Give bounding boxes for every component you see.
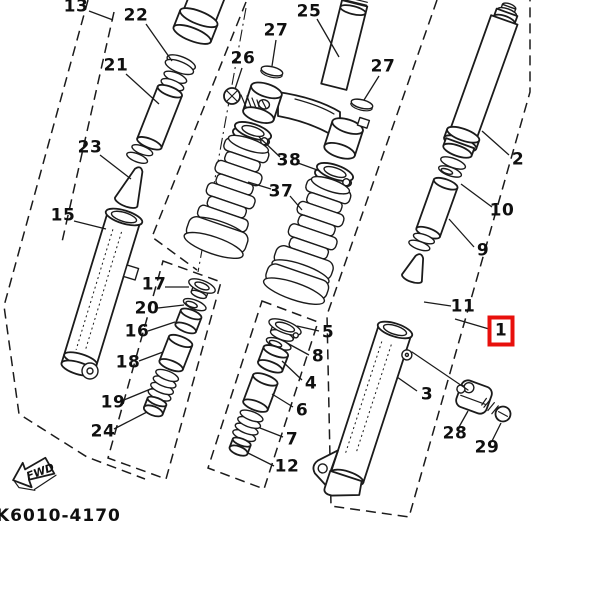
part-label-38[interactable]: 38 xyxy=(276,150,302,171)
fwd-arrow: FWD xyxy=(12,456,57,491)
spring-19 xyxy=(147,368,180,402)
part-label-6[interactable]: 6 xyxy=(295,400,309,421)
part-label-9[interactable]: 9 xyxy=(476,240,490,261)
dust-seal-38-left xyxy=(232,121,273,147)
part-label-5[interactable]: 5 xyxy=(321,322,335,343)
part-label-1-highlighted[interactable]: 1 xyxy=(494,320,508,341)
part-label-37[interactable]: 37 xyxy=(268,181,294,202)
part-label-19[interactable]: 19 xyxy=(100,392,126,413)
washer-27-right xyxy=(350,98,374,112)
pinch-bolt-26 xyxy=(223,87,260,109)
boundary-middle xyxy=(151,1,247,271)
boundary-left-outer xyxy=(3,0,146,480)
inner-fork-tube-top xyxy=(114,0,245,209)
steering-stem-25 xyxy=(320,0,369,91)
outer-tube-15 xyxy=(60,207,144,377)
part-label-11[interactable]: 11 xyxy=(450,296,476,317)
boundary-right-group xyxy=(326,0,531,518)
part-label-23[interactable]: 23 xyxy=(77,137,103,158)
part-label-20[interactable]: 20 xyxy=(134,298,160,319)
spring-7 xyxy=(232,409,264,443)
part-label-16[interactable]: 16 xyxy=(124,321,150,342)
highlight-box-part-1 xyxy=(487,315,515,347)
part-label-15[interactable]: 15 xyxy=(50,205,76,226)
oil-lock-piece-23 xyxy=(114,166,144,209)
part-label-7[interactable]: 7 xyxy=(285,429,299,450)
boundary-left-stack-box xyxy=(107,260,222,480)
bolt-29 xyxy=(481,397,512,423)
part-label-22[interactable]: 22 xyxy=(123,5,149,26)
part-label-17[interactable]: 17 xyxy=(141,274,167,295)
outer-tube-15-boss xyxy=(81,362,99,380)
under-bracket-crown xyxy=(242,81,371,160)
part-label-12[interactable]: 12 xyxy=(274,456,300,477)
part-label-28[interactable]: 28 xyxy=(442,423,468,444)
boundary-left-inner xyxy=(61,11,115,243)
part-label-21[interactable]: 21 xyxy=(103,55,129,76)
fwd-label: FWD xyxy=(25,461,56,483)
catalog-part-code: K6010-4170 xyxy=(0,506,121,526)
right-fork-tube-group xyxy=(401,2,519,284)
oil-lock-piece-11 xyxy=(401,253,425,284)
middle-parts-stack xyxy=(228,318,302,457)
washer-27-left xyxy=(260,65,284,79)
outer-tube-3 xyxy=(312,320,414,497)
part-label-24[interactable]: 24 xyxy=(90,421,116,442)
fork-boot-37-right xyxy=(262,175,352,305)
part-label-3[interactable]: 3 xyxy=(420,384,434,405)
group-boundaries xyxy=(3,0,531,518)
part-label-18[interactable]: 18 xyxy=(115,352,141,373)
part-label-25[interactable]: 25 xyxy=(296,1,322,22)
part-label-27-right[interactable]: 27 xyxy=(370,56,396,77)
part-label-27-left[interactable]: 27 xyxy=(263,20,289,41)
fork-boot-37-left xyxy=(183,134,270,260)
boundary-middle-stack-box xyxy=(207,300,319,490)
part-label-4[interactable]: 4 xyxy=(304,373,318,394)
part-label-13[interactable]: 13 xyxy=(63,0,89,17)
part-label-8[interactable]: 8 xyxy=(311,346,325,367)
leader-lines xyxy=(73,10,510,467)
part-label-10[interactable]: 10 xyxy=(489,200,515,221)
part-label-26[interactable]: 26 xyxy=(230,48,256,69)
left-parts-stack xyxy=(142,278,216,418)
part-label-2[interactable]: 2 xyxy=(511,149,525,170)
part-label-29[interactable]: 29 xyxy=(474,437,500,458)
